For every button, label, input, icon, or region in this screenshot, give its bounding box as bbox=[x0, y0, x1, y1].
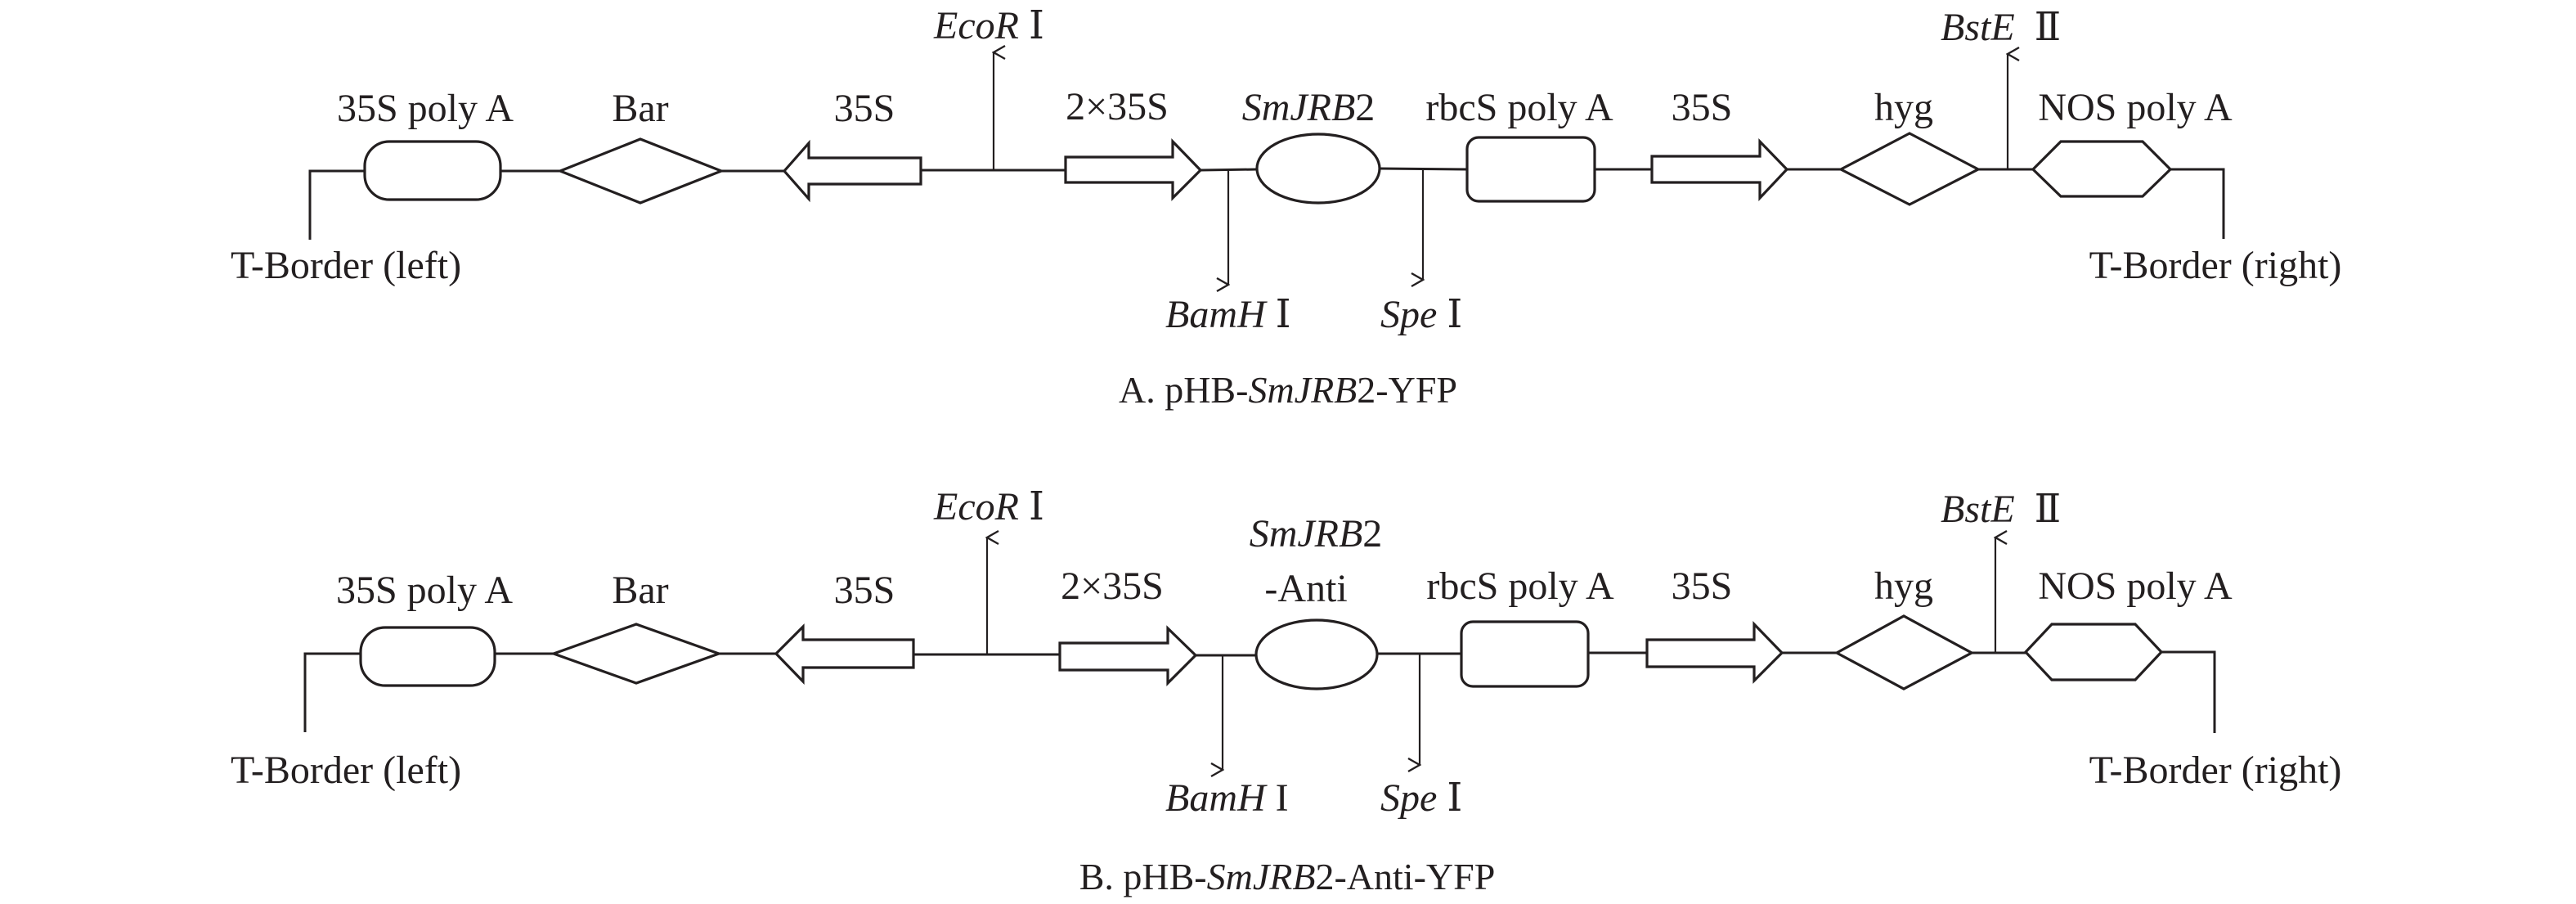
nos-polya-hexagon-a bbox=[2031, 140, 2173, 198]
label-gene-italic-b: SmJRB bbox=[1250, 512, 1363, 555]
label-promoter-35s-forward-a: 35S bbox=[1672, 86, 1733, 129]
label-gene-line2-b: -Anti bbox=[1264, 567, 1347, 610]
label-nos-polya-a: NOS poly A bbox=[2038, 86, 2233, 129]
label-gene-line1-b: SmJRB2 bbox=[1181, 512, 1432, 555]
promoter-2x35s-arrow-b bbox=[1058, 625, 1198, 686]
label-polya-35s-b: 35S poly A bbox=[336, 569, 513, 612]
label-rbcs-polya-a: rbcS poly A bbox=[1425, 86, 1613, 129]
label-t-border-right-a: T-Border (right) bbox=[2089, 244, 2342, 287]
label-t-border-right-b: T-Border (right) bbox=[2089, 749, 2342, 792]
label-site-ecori-b: EcoR Ⅰ bbox=[933, 485, 1044, 528]
panel-b: 35S poly A Bar 35S 2×35S SmJRB2 -Anti rb… bbox=[231, 485, 2341, 897]
bar-diamond-a bbox=[556, 137, 725, 205]
label-rbcs-polya-b: rbcS poly A bbox=[1426, 564, 1614, 608]
label-gene-number-b: 2 bbox=[1362, 512, 1382, 555]
label-promoter-35s-forward-b: 35S bbox=[1672, 564, 1733, 608]
label-site-bamhi-a: BamH Ⅰ bbox=[1165, 293, 1291, 336]
label-hyg-b: hyg bbox=[1874, 564, 1933, 608]
smjrb2-anti-gene-ellipse-b bbox=[1254, 618, 1379, 690]
label-site-spei-b: Spe Ⅰ bbox=[1380, 776, 1462, 820]
label-promoter-2x35s-a: 2×35S bbox=[1066, 85, 1169, 128]
label-bar-b: Bar bbox=[612, 569, 668, 612]
label-bar-a: Bar bbox=[612, 87, 668, 130]
rbcs-polya-box-b bbox=[1460, 620, 1590, 688]
label-gene-italic-a: SmJRB bbox=[1242, 86, 1356, 129]
promoter-35s-forward-arrow-a bbox=[1650, 138, 1789, 202]
rbcs-polya-box-a bbox=[1465, 136, 1596, 203]
label-gene-a: SmJRB2 bbox=[1174, 86, 1425, 129]
label-polya-35s-a: 35S poly A bbox=[337, 87, 514, 130]
label-t-border-left-a: T-Border (left) bbox=[231, 244, 461, 287]
nos-polya-hexagon-b bbox=[2023, 623, 2164, 681]
label-t-border-left-b: T-Border (left) bbox=[231, 749, 461, 792]
label-promoter-35s-reverse-a: 35S bbox=[834, 87, 895, 130]
hyg-diamond-b bbox=[1833, 614, 1975, 690]
label-site-bamhi-b: BamH I bbox=[1165, 776, 1289, 820]
label-site-spei-a: Spe Ⅰ bbox=[1380, 293, 1462, 336]
promoter-2x35s-arrow-a bbox=[1064, 138, 1203, 201]
label-site-ecori-a: EcoR Ⅰ bbox=[933, 4, 1044, 47]
polya-35s-box-a bbox=[363, 140, 502, 201]
smjrb2-gene-ellipse-a bbox=[1255, 133, 1381, 205]
hyg-diamond-a bbox=[1838, 132, 1981, 206]
label-site-bsteii-a: BstE Ⅱ bbox=[1941, 6, 2061, 49]
label-site-bsteii-b: BstE Ⅱ bbox=[1941, 488, 2061, 531]
promoter-35s-reverse-arrow-a bbox=[782, 139, 922, 203]
label-promoter-2x35s-b: 2×35S bbox=[1061, 564, 1164, 608]
bar-diamond-b bbox=[550, 623, 723, 685]
polya-35s-box-b bbox=[359, 626, 496, 687]
label-promoter-35s-reverse-b: 35S bbox=[834, 569, 895, 612]
label-nos-polya-b: NOS poly A bbox=[2038, 564, 2233, 608]
caption-a: A. pHB-SmJRB2-YFP bbox=[1119, 369, 1457, 411]
label-gene-number-a: 2 bbox=[1355, 86, 1375, 129]
panel-a: 35S poly A Bar 35S 2×35S SmJRB2 rbcS pol… bbox=[231, 4, 2341, 411]
label-hyg-a: hyg bbox=[1874, 86, 1933, 129]
promoter-35s-reverse-arrow-b bbox=[774, 623, 915, 685]
promoter-35s-forward-arrow-b bbox=[1645, 621, 1784, 684]
caption-b: B. pHB-SmJRB2-Anti-YFP bbox=[1079, 856, 1496, 897]
